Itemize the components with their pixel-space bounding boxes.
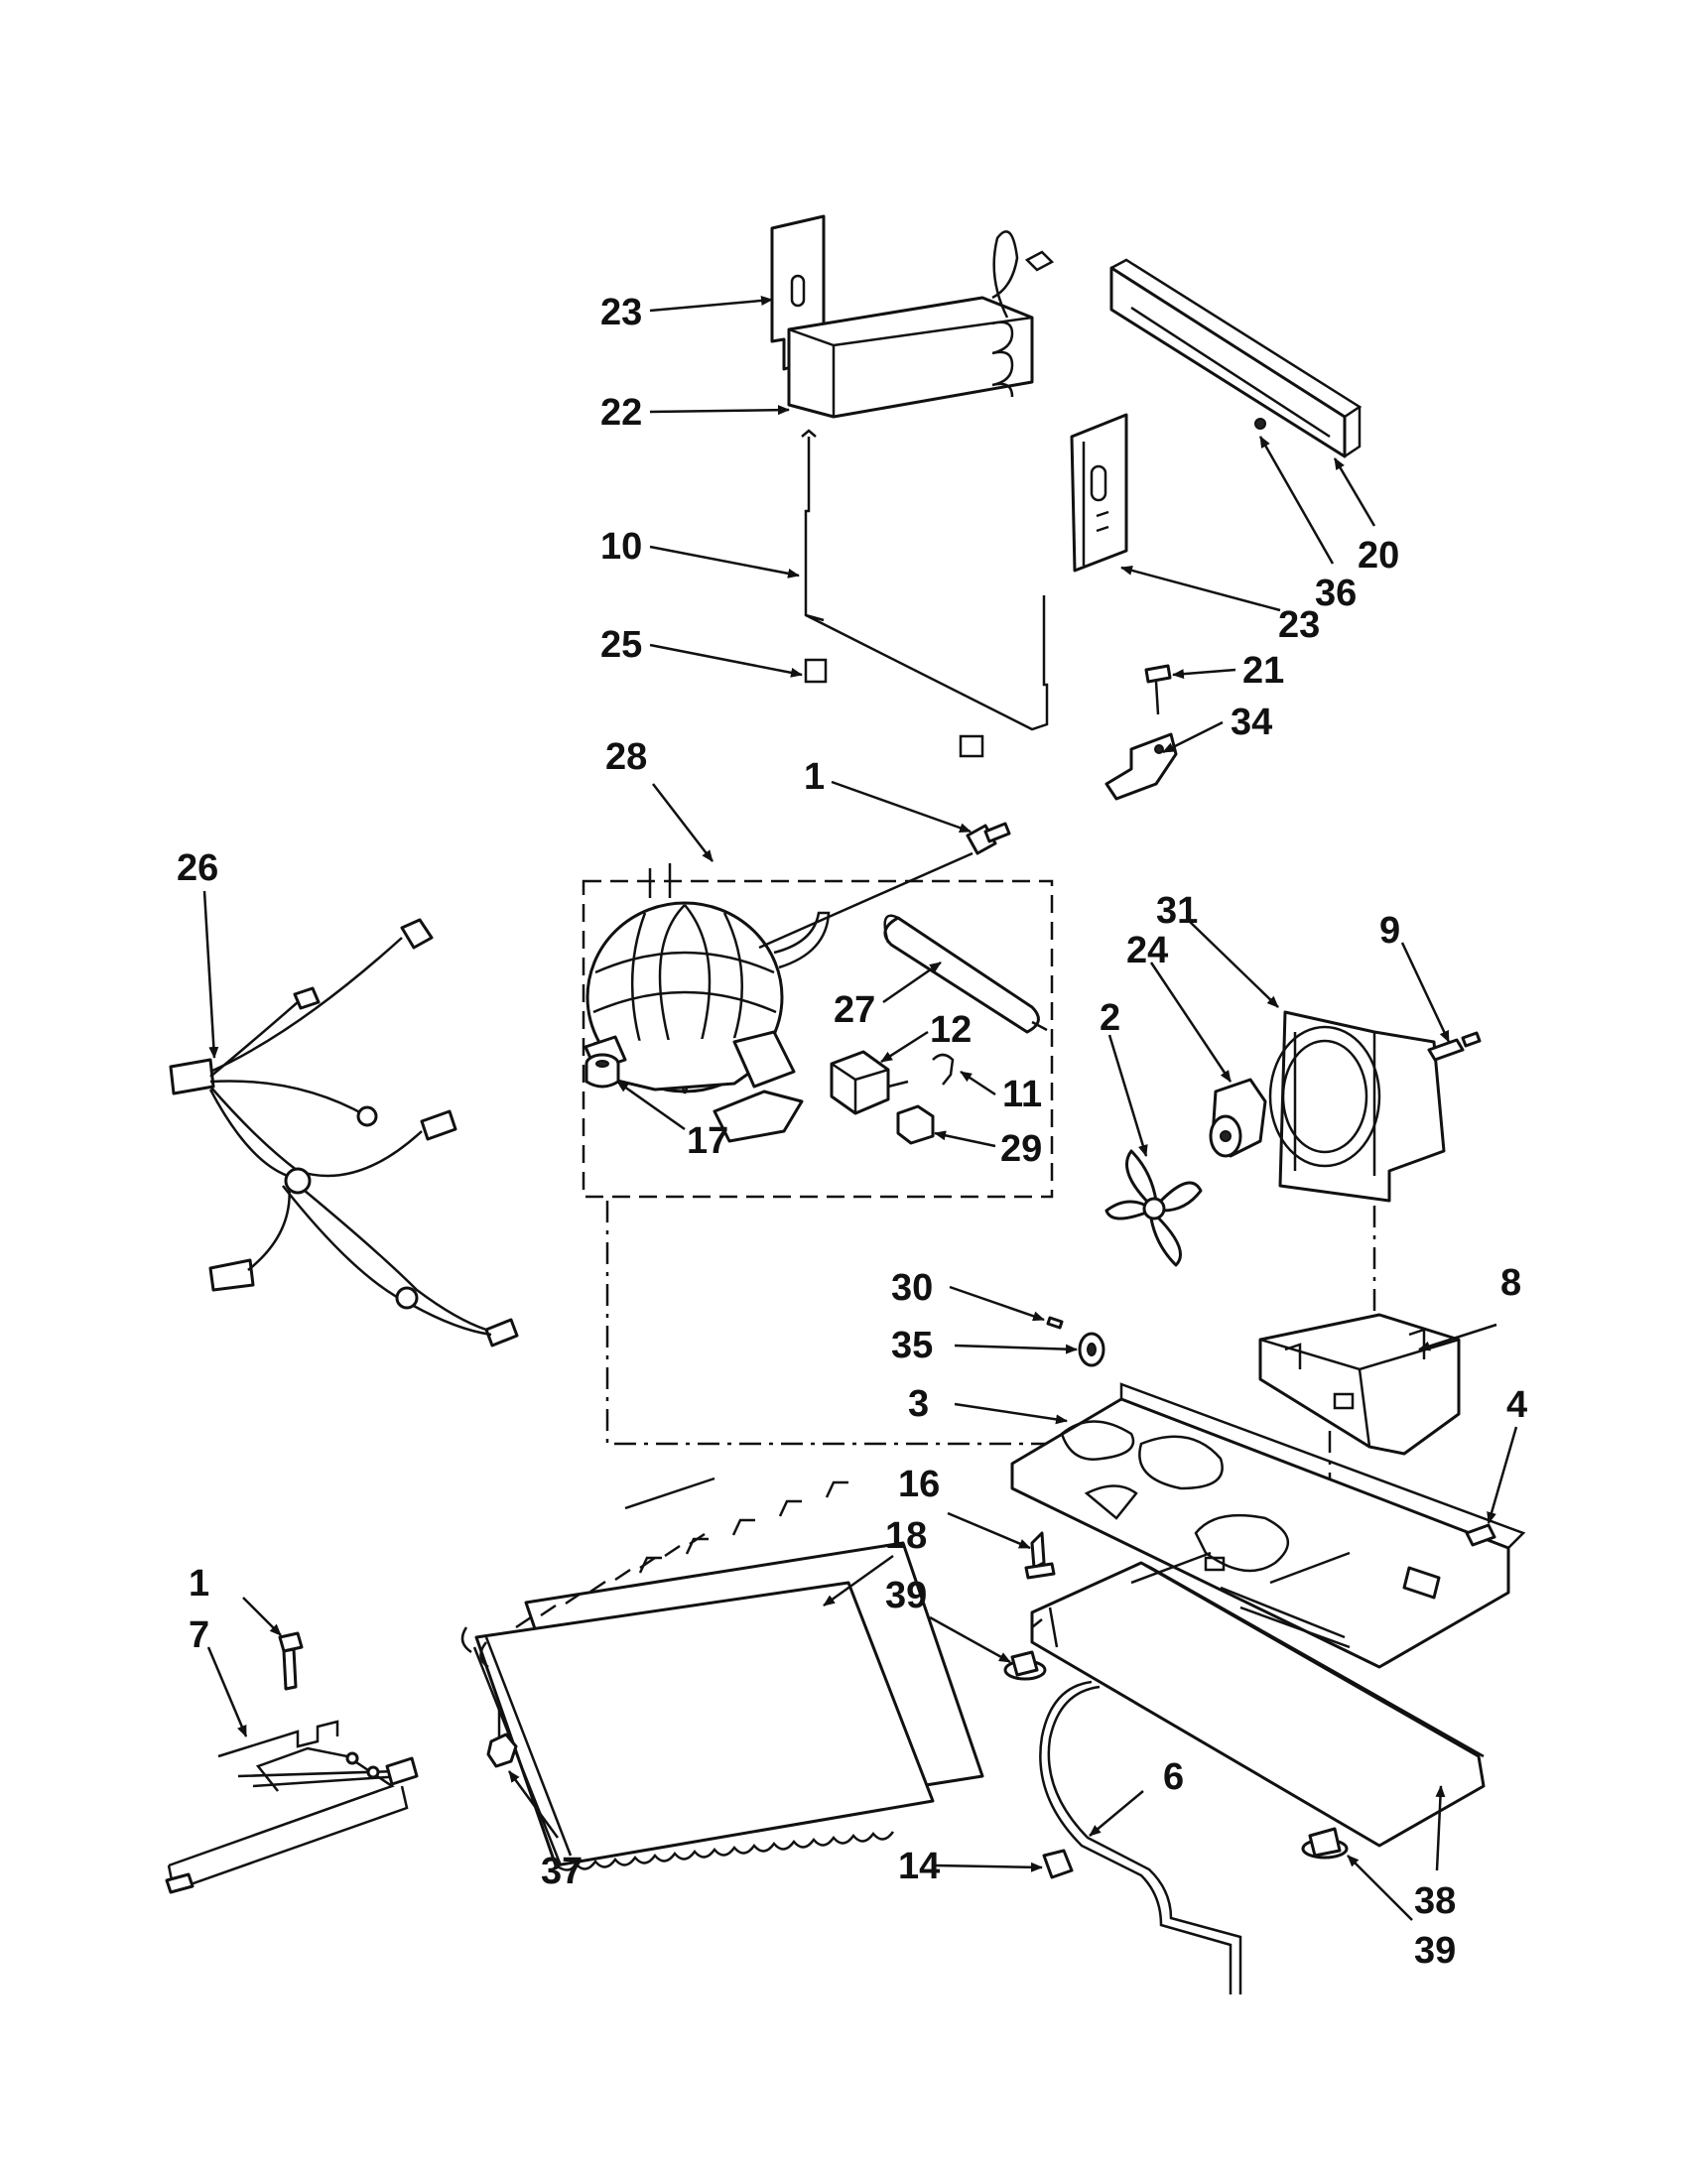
callout-17: 17	[687, 1120, 728, 1162]
screw-4	[1465, 1523, 1496, 1547]
bracket-23-right	[1070, 413, 1128, 573]
callout-27: 27	[834, 989, 875, 1031]
bolt-1-lower	[278, 1631, 304, 1691]
bolt-1-upper	[966, 822, 1011, 855]
relay-12	[830, 1050, 909, 1115]
callout-2: 2	[1100, 997, 1120, 1039]
callout-7: 7	[189, 1614, 209, 1656]
callout-8: 8	[1500, 1262, 1521, 1304]
callout-39-lower: 39	[1414, 1930, 1456, 1972]
drain-pan-38	[1030, 1551, 1486, 1848]
fan-motor-24	[1209, 1078, 1267, 1158]
callout-3: 3	[908, 1383, 929, 1425]
defrost-heater-10-25	[801, 429, 1049, 758]
pin-30	[1046, 1316, 1064, 1330]
grommet-35	[1078, 1332, 1105, 1367]
evaporator-22	[787, 230, 1055, 419]
screw-9	[1427, 1031, 1482, 1062]
callout-6: 6	[1163, 1756, 1184, 1798]
callout-28: 28	[605, 736, 647, 778]
callout-9: 9	[1379, 910, 1400, 952]
callout-24: 24	[1126, 930, 1168, 971]
callout-26: 26	[177, 847, 218, 889]
drier-27	[883, 914, 1048, 1034]
callout-16: 16	[898, 1464, 940, 1505]
clip-34	[1104, 732, 1178, 801]
callout-1-lower: 1	[189, 1563, 209, 1605]
harness-7	[165, 1720, 419, 1894]
callout-36: 36	[1315, 573, 1357, 614]
cap-14	[1042, 1849, 1074, 1879]
callout-29: 29	[1000, 1128, 1042, 1170]
callout-11: 11	[1002, 1074, 1042, 1115]
compressor	[584, 851, 974, 1143]
callout-1-upper: 1	[804, 756, 825, 798]
clip-37	[486, 1709, 518, 1768]
compressor-kit-28-boundary	[582, 879, 1054, 1199]
callout-34: 34	[1231, 702, 1272, 743]
callout-18: 18	[885, 1515, 927, 1557]
callout-labels: 23 22 10 25 20 36 23 21 34 28 1 26 27 12…	[177, 292, 1527, 1972]
callout-38: 38	[1414, 1880, 1456, 1922]
callout-23-left: 23	[600, 292, 642, 333]
callout-14: 14	[898, 1846, 940, 1887]
callout-20: 20	[1358, 535, 1399, 577]
grommet-17	[584, 1053, 620, 1089]
clip-11	[932, 1053, 955, 1086]
foot-39-upper	[1003, 1650, 1047, 1681]
callout-4: 4	[1506, 1384, 1527, 1426]
callout-10: 10	[600, 526, 642, 568]
condenser-18	[460, 1477, 984, 1871]
callout-21: 21	[1242, 650, 1284, 692]
callout-31: 31	[1156, 890, 1198, 932]
callout-25: 25	[600, 624, 642, 666]
compressor-base-dash	[605, 1201, 1072, 1446]
callout-35: 35	[891, 1325, 933, 1366]
callout-37: 37	[541, 1851, 583, 1892]
screw-21	[1144, 664, 1172, 715]
base-plate-3	[1010, 1382, 1526, 1669]
drain-tube-6	[1039, 1680, 1242, 1994]
callout-23-right: 23	[1278, 604, 1320, 646]
callout-12: 12	[930, 1009, 972, 1051]
foot-39-lower	[1301, 1827, 1349, 1860]
callout-22: 22	[600, 392, 642, 434]
fan-shroud-31	[1268, 1010, 1446, 1203]
callout-30: 30	[891, 1267, 933, 1309]
cap-29	[896, 1104, 935, 1145]
fan-blade-2	[1104, 1149, 1203, 1267]
callout-39-upper: 39	[885, 1575, 927, 1616]
screw-16	[1024, 1531, 1056, 1580]
wire-harness-26	[169, 918, 519, 1348]
leader-lines	[202, 295, 1518, 1921]
cover-20	[1109, 258, 1363, 458]
fan-bracket-8	[1258, 1313, 1461, 1456]
